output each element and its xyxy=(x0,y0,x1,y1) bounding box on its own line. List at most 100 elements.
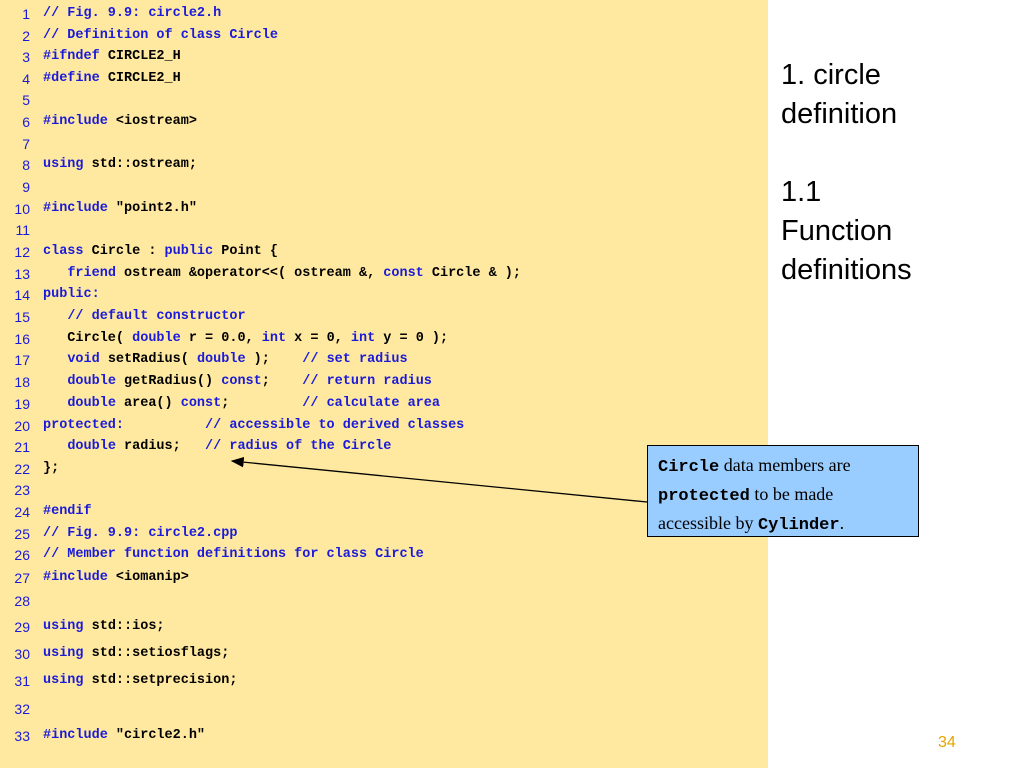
code-token-text: std::ostream; xyxy=(83,157,197,172)
code-text: void setRadius( double ); // set radius xyxy=(43,350,408,370)
code-text: using std::setiosflags; xyxy=(43,644,229,664)
code-token-text: std::setiosflags; xyxy=(83,646,230,661)
line-number: 6 xyxy=(22,114,30,130)
code-token-text: CIRCLE2_H xyxy=(99,49,181,64)
callout-keyword: protected xyxy=(658,487,750,506)
code-text: // Definition of class Circle xyxy=(43,26,278,46)
page-number: 34 xyxy=(938,734,956,751)
code-text: #include "circle2.h" xyxy=(43,726,205,746)
code-token-text xyxy=(124,418,205,433)
code-token-text: <iomanip> xyxy=(107,570,189,585)
code-text: #ifndef CIRCLE2_H xyxy=(43,47,181,67)
code-token-text: Circle( xyxy=(43,331,133,346)
code-text: #include <iostream> xyxy=(43,112,197,132)
code-token-text: std::ios; xyxy=(83,619,165,634)
code-token-keyword: public xyxy=(164,244,214,259)
code-text: friend ostream &operator<<( ostream &, c… xyxy=(43,264,521,284)
line-number: 26 xyxy=(14,547,30,563)
code-token-keyword: using xyxy=(43,157,84,172)
code-token-keyword: class xyxy=(43,244,84,259)
callout-derived-class: Cylinder xyxy=(757,516,840,535)
line-number: 11 xyxy=(15,222,30,238)
code-token-text: "circle2.h" xyxy=(107,728,206,743)
code-token-text: Circle & ); xyxy=(423,266,521,281)
line-number: 27 xyxy=(14,570,30,586)
code-text: // Fig. 9.9: circle2.cpp xyxy=(43,524,237,544)
code-token-keyword: using xyxy=(43,619,84,634)
line-number: 32 xyxy=(14,701,30,717)
code-token-keyword: #endif xyxy=(43,504,92,519)
code-token-text xyxy=(43,266,67,281)
callout-class-name: Circle xyxy=(658,458,720,477)
code-token-comment: // return radius xyxy=(302,374,432,389)
code-token-text xyxy=(43,352,67,367)
line-number: 1 xyxy=(22,6,30,22)
code-token-keyword: double xyxy=(196,352,246,367)
code-text: double area() const; // calculate area xyxy=(43,394,440,414)
code-token-keyword: #include xyxy=(43,728,108,743)
code-token-keyword: #include xyxy=(43,570,108,585)
code-token-text xyxy=(43,396,67,411)
code-token-keyword: public: xyxy=(43,287,100,302)
line-number: 9 xyxy=(22,179,30,195)
line-number: 7 xyxy=(22,136,30,152)
code-token-keyword: using xyxy=(43,673,84,688)
code-text: #define CIRCLE2_H xyxy=(43,69,181,89)
code-token-text: r = 0.0, xyxy=(180,331,262,346)
code-token-text: getRadius() xyxy=(115,374,222,389)
code-token-comment: // Member function definitions for class… xyxy=(43,547,424,562)
callout-text-1: data members are xyxy=(719,455,851,475)
code-token-keyword: double xyxy=(67,439,116,454)
line-number: 16 xyxy=(14,331,30,347)
code-token-keyword: protected: xyxy=(43,418,125,433)
code-token-comment: // default constructor xyxy=(67,309,246,324)
code-token-text: CIRCLE2_H xyxy=(99,71,181,86)
line-number: 13 xyxy=(14,266,30,282)
code-token-keyword: friend xyxy=(67,266,116,281)
code-text: using std::ios; xyxy=(43,617,165,637)
code-text: using std::setprecision; xyxy=(43,671,237,691)
code-token-text: y = 0 ); xyxy=(375,331,449,346)
code-token-keyword: const xyxy=(221,374,262,389)
code-token-keyword: #ifndef xyxy=(43,49,100,64)
line-number: 24 xyxy=(14,504,30,520)
code-text: double radius; // radius of the Circle xyxy=(43,437,391,457)
line-number: 17 xyxy=(14,352,30,368)
code-text: class Circle : public Point { xyxy=(43,242,278,262)
code-token-keyword: double xyxy=(67,374,116,389)
code-text: // default constructor xyxy=(43,307,246,327)
code-token-comment: // radius of the Circle xyxy=(205,439,392,454)
code-token-text: <iostream> xyxy=(107,114,197,129)
line-number: 29 xyxy=(14,619,30,635)
code-token-text: ); xyxy=(245,352,303,367)
code-token-keyword: int xyxy=(350,331,376,346)
line-number: 15 xyxy=(14,309,30,325)
callout-text-3: . xyxy=(839,513,845,533)
line-number: 19 xyxy=(14,396,30,412)
line-number: 23 xyxy=(14,482,30,498)
code-token-comment: // accessible to derived classes xyxy=(205,418,465,433)
line-number: 20 xyxy=(14,418,30,434)
code-token-comment: // set radius xyxy=(302,352,408,367)
code-token-keyword: #include xyxy=(43,201,108,216)
code-text: using std::ostream; xyxy=(43,155,197,175)
code-token-text: ; xyxy=(261,374,303,389)
code-text: public: xyxy=(43,285,100,305)
code-token-text: ; xyxy=(221,396,303,411)
code-token-comment: // Fig. 9.9: circle2.cpp xyxy=(43,526,238,541)
line-number: 25 xyxy=(14,526,30,542)
code-token-text xyxy=(43,309,67,324)
line-number: 10 xyxy=(14,201,30,217)
code-token-text xyxy=(43,374,67,389)
code-token-text: Point { xyxy=(213,244,278,259)
line-number: 8 xyxy=(22,157,30,173)
code-token-keyword: double xyxy=(67,396,116,411)
code-token-text: }; xyxy=(43,461,60,476)
line-number: 18 xyxy=(14,374,30,390)
code-token-text: Circle : xyxy=(83,244,165,259)
line-number: 31 xyxy=(14,673,30,689)
code-text: #include <iomanip> xyxy=(43,568,189,588)
code-token-comment: // Definition of class Circle xyxy=(43,28,278,43)
code-token-keyword: using xyxy=(43,646,84,661)
